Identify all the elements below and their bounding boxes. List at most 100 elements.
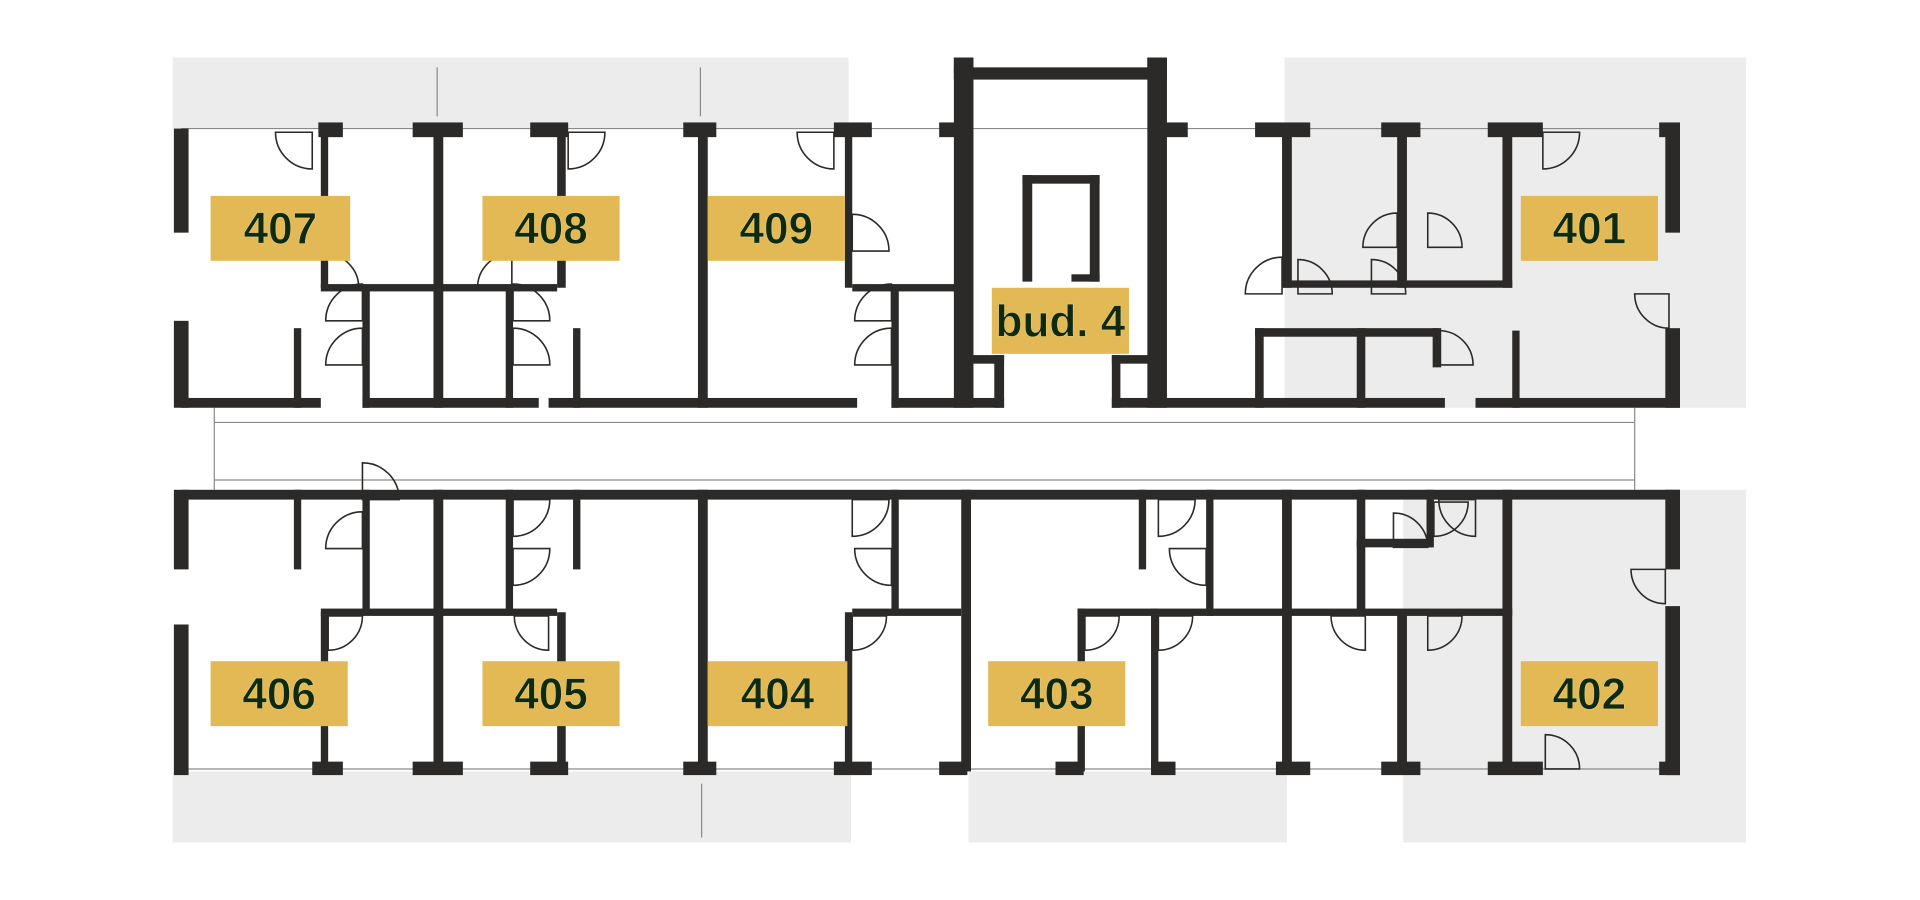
wall (293, 489, 302, 570)
wall (697, 489, 708, 772)
wall (852, 284, 962, 292)
wall (1111, 397, 1445, 408)
unit-number: 401 (1553, 204, 1627, 253)
door-swing (851, 213, 890, 252)
wall (181, 397, 321, 408)
door-swing (512, 327, 551, 366)
door-swing (1544, 733, 1581, 770)
door-swing (1433, 501, 1469, 538)
wall (1502, 489, 1513, 772)
wall (1151, 608, 1159, 772)
wall (173, 320, 189, 408)
unit-label-407[interactable]: 407 (210, 195, 351, 261)
door-swing (1392, 512, 1429, 549)
wall (1432, 328, 1442, 368)
wall (1255, 328, 1439, 337)
building-number: bud. 4 (996, 298, 1126, 347)
door-swing (851, 615, 888, 652)
wall (1659, 761, 1680, 776)
wall (891, 489, 899, 613)
wall (844, 128, 853, 288)
door-swing (1633, 293, 1670, 329)
wall (1426, 489, 1434, 548)
wall (173, 128, 189, 233)
doors (274, 131, 1670, 770)
wall (953, 57, 974, 408)
unit-label-406[interactable]: 406 (210, 661, 348, 727)
wall (505, 489, 514, 613)
wall (852, 608, 962, 616)
wall (362, 489, 370, 613)
wall (891, 397, 1005, 408)
door-swing (1157, 615, 1194, 652)
wall (1282, 489, 1292, 772)
wall (939, 761, 968, 776)
wall (1147, 57, 1167, 408)
wall (433, 128, 444, 408)
wall (1282, 128, 1292, 288)
wall (1077, 608, 1207, 616)
wall (362, 287, 370, 408)
unit-label-401[interactable]: 401 (1520, 195, 1658, 261)
unit-number: 403 (1020, 670, 1094, 719)
door-swing (327, 615, 364, 652)
wall (1665, 489, 1680, 570)
wall (1356, 489, 1366, 616)
door-swing (324, 283, 364, 322)
wall (1502, 128, 1513, 288)
wall (1147, 57, 1167, 74)
wall (961, 489, 972, 772)
wall (362, 397, 539, 408)
door-swing (324, 511, 364, 550)
door-swing (1157, 498, 1196, 538)
unit-number: 402 (1553, 670, 1627, 719)
wall (1071, 274, 1100, 282)
unit-number: 406 (242, 670, 316, 719)
door-swing (1330, 615, 1367, 652)
door-swing (1244, 256, 1283, 295)
terrace (172, 771, 852, 843)
unit-label-403[interactable]: 403 (988, 661, 1126, 727)
wall (173, 489, 189, 570)
door-swing (361, 462, 400, 501)
wall (1089, 175, 1100, 282)
wall (1487, 761, 1543, 776)
wall (833, 761, 872, 776)
door-swing (1084, 615, 1120, 652)
wall (1356, 538, 1433, 548)
unit-label-408[interactable]: 408 (482, 195, 620, 261)
wall (1282, 280, 1513, 288)
door-swing (512, 547, 551, 587)
unit-number: 409 (740, 204, 814, 253)
unit-label-402[interactable]: 402 (1520, 661, 1658, 727)
door-swing (274, 131, 314, 170)
unit-number: 404 (741, 670, 815, 719)
wall (293, 328, 302, 408)
wall (1255, 328, 1264, 408)
wall (1475, 397, 1680, 408)
building-label: bud. 4 (991, 287, 1129, 354)
door-swing (1426, 212, 1463, 249)
door-swing (853, 327, 893, 366)
wall (320, 608, 558, 616)
wall (697, 128, 708, 408)
unit-number: 405 (514, 670, 588, 719)
door-swing (853, 283, 893, 322)
terrace (968, 771, 1287, 843)
wall (320, 284, 558, 292)
wall (1356, 328, 1366, 408)
door-swing (1437, 498, 1477, 538)
terrace (172, 57, 849, 129)
wall (433, 489, 444, 772)
door-swing (324, 327, 364, 366)
door-swing (1297, 258, 1334, 295)
unit-label-405[interactable]: 405 (482, 661, 620, 727)
door-swing (513, 615, 550, 652)
wall (994, 355, 1005, 408)
wall (1397, 612, 1407, 772)
door-swing (1426, 615, 1463, 652)
unit-label-409[interactable]: 409 (707, 195, 845, 261)
unit-label-404[interactable]: 404 (707, 661, 848, 727)
door-swing (851, 498, 890, 538)
